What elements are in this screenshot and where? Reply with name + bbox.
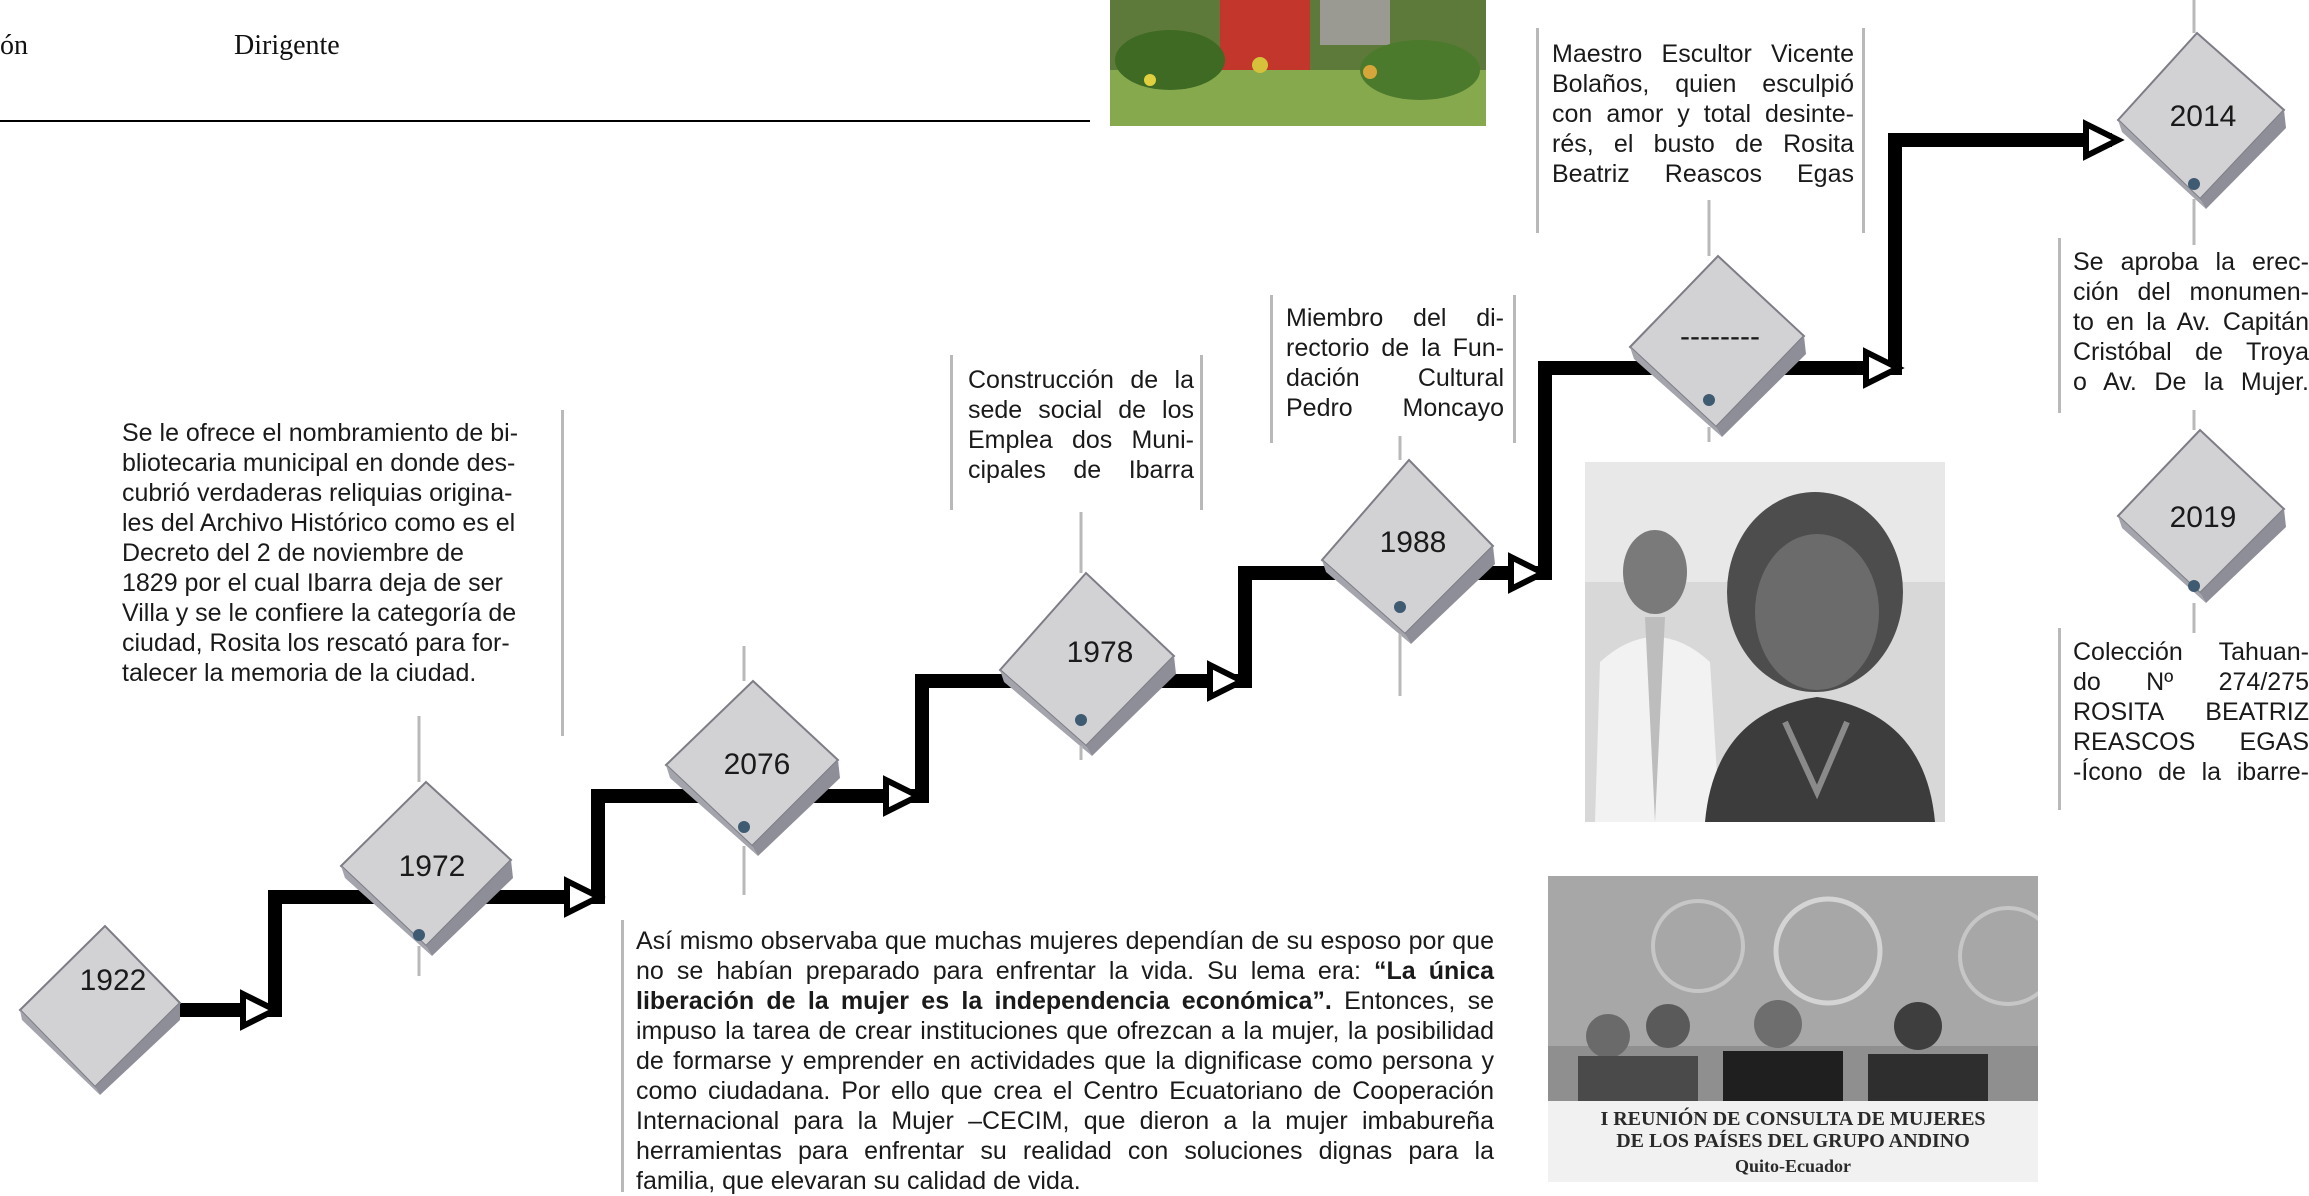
year-label: 1988 — [1380, 526, 1447, 559]
caption-line: les del Archivo Histórico como es el — [122, 509, 516, 537]
header-rule — [0, 120, 1090, 122]
caption-line: o Av. De la Mujer. — [2073, 368, 2309, 396]
caption-line: ROSITA BEATRIZ — [2073, 698, 2309, 726]
caption-2019-bar — [2058, 628, 2061, 810]
meeting-banner-line3: Quito-Ecuador — [1734, 1156, 1851, 1176]
caption-line: Construcción de la — [968, 366, 1194, 394]
timeline-node-2019: 2019 — [2116, 428, 2286, 603]
caption-line: cubrió verdaderas reliquias origina- — [122, 479, 513, 507]
caption-line: Villa y se le confiere la categoría de — [122, 599, 517, 627]
caption-line: Colección Tahuan- — [2073, 638, 2309, 666]
arrowhead — [1207, 660, 1249, 702]
caption-line: -Ícono de la ibarre- — [2073, 758, 2309, 786]
caption-1978: Construcción de la sede social de los Em… — [968, 365, 1194, 485]
caption-1972: Se le ofrece el nombramiento de bi- blio… — [122, 418, 552, 688]
caption-line: 1829 por el cual Ibarra deja de ser — [122, 569, 503, 597]
timeline-node-2076: 2076 — [664, 679, 840, 856]
timeline-node-dash: -------- — [1628, 254, 1806, 437]
caption-line: Decreto del 2 de noviembre de — [122, 539, 464, 567]
paragraph-intro: Así mismo observaba que muchas mujeres d… — [636, 927, 1494, 985]
caption-line: Maestro Escultor Vicente — [1552, 40, 1854, 68]
caption-sculptor-bar — [1536, 28, 1539, 233]
caption-1988-bar — [1270, 295, 1273, 443]
monument-photo — [1110, 0, 1486, 126]
arrowhead — [2083, 119, 2125, 161]
caption-line: Cristóbal de Troya — [2073, 338, 2309, 366]
caption-line: ción del monumen- — [2073, 278, 2309, 306]
caption-line: rectorio de la Fun- — [1286, 334, 1504, 362]
caption-line: cipales de Ibarra — [968, 456, 1194, 484]
caption-1988-bar-right — [1513, 295, 1516, 443]
caption-line: do Nº 274/275 — [2073, 668, 2309, 696]
caption-2014: Se aproba la erec- ción del monumen- to … — [2073, 247, 2309, 397]
year-label: 1972 — [399, 850, 466, 883]
arrowhead — [1508, 552, 1550, 594]
monument-photo-image — [1110, 0, 1486, 126]
caption-line: Se aproba la erec- — [2073, 248, 2309, 276]
caption-line: dación Cultural — [1286, 364, 1504, 392]
caption-sculptor-bar-right — [1862, 28, 1865, 233]
caption-1972-bar — [561, 410, 564, 736]
meeting-banner-line2: DE LOS PAÍSES DEL GRUPO ANDINO — [1616, 1130, 1970, 1152]
year-label: 1922 — [80, 964, 147, 997]
year-label: 2076 — [724, 748, 791, 781]
caption-line: con amor y total desinte- — [1552, 100, 1854, 128]
timeline-node-2014: 2014 — [2116, 31, 2286, 209]
year-label: 2014 — [2170, 100, 2237, 133]
arrowhead — [564, 876, 606, 918]
connector-lines — [417, 0, 2196, 976]
caption-sculptor: Maestro Escultor Vicente Bolaños, quien … — [1552, 39, 1854, 189]
caption-line: to en la Av. Capitán — [2073, 308, 2309, 336]
cecim-paragraph: Así mismo observaba que muchas mujeres d… — [636, 926, 1494, 1196]
arrowhead — [1863, 347, 1905, 389]
caption-line: Beatriz Reascos Egas — [1552, 160, 1854, 188]
caption-line: talecer la memoria de la ciudad. — [122, 659, 477, 687]
caption-line: Pedro Moncayo — [1286, 394, 1504, 422]
timeline-node-1988: 1988 — [1320, 458, 1495, 644]
caption-line: REASCOS EGAS — [2073, 728, 2309, 756]
caption-line: bliotecaria municipal en donde des- — [122, 449, 516, 477]
timeline-arrows — [240, 119, 2125, 1031]
caption-1988: Miembro del di- rectorio de la Fun- daci… — [1286, 303, 1504, 423]
year-label: -------- — [1680, 320, 1760, 353]
header-role: Dirigente — [234, 30, 340, 61]
caption-line: rés, el busto de Rosita — [1552, 130, 1854, 158]
timeline-node-1922: 1922 — [18, 924, 182, 1095]
meeting-photo: I REUNIÓN DE CONSULTA DE MUJERES DE LOS … — [1548, 876, 2038, 1182]
year-label: 1978 — [1067, 636, 1134, 669]
sculptor-bust-photo — [1585, 462, 1945, 822]
year-label: 2019 — [2170, 501, 2237, 534]
arrowhead — [240, 989, 282, 1031]
caption-line: sede social de los — [968, 396, 1194, 424]
paragraph-rest: Entonces, se impuso la tarea de crear in… — [636, 987, 1494, 1195]
caption-line: Emplea dos Muni- — [968, 426, 1194, 454]
sculptor-bust-image — [1585, 462, 1945, 822]
arrowhead — [883, 775, 925, 817]
caption-line: Se le ofrece el nombramiento de bi- — [122, 419, 519, 447]
long-text-bar — [621, 920, 624, 1192]
caption-2014-bar — [2058, 238, 2061, 413]
caption-2019: Colección Tahuan- do Nº 274/275 ROSITA B… — [2073, 637, 2309, 787]
caption-line: ciudad, Rosita los rescató para for- — [122, 629, 510, 657]
caption-1978-bar — [950, 355, 953, 510]
caption-line: Miembro del di- — [1286, 304, 1504, 332]
meeting-image — [1548, 876, 2038, 1182]
header-fragment: ón — [0, 30, 28, 61]
meeting-banner-line1: I REUNIÓN DE CONSULTA DE MUJERES — [1600, 1108, 1986, 1130]
paragraph-motto: “La única liberación de la mujer es la i… — [636, 957, 1494, 1015]
timeline-node-1972: 1972 — [339, 780, 513, 956]
caption-1978-bar-right — [1200, 355, 1203, 510]
caption-line: Bolaños, quien esculpió — [1552, 70, 1854, 98]
timeline-node-1978: 1978 — [998, 571, 1176, 756]
